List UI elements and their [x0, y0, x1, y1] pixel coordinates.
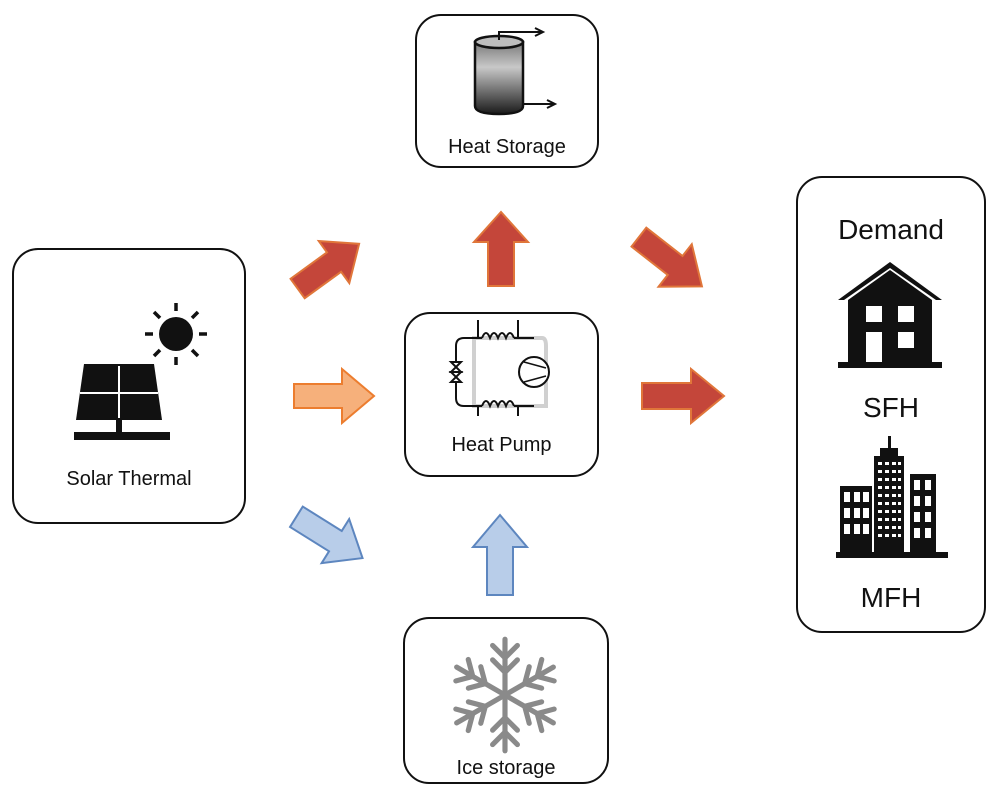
city-buildings-icon	[836, 436, 948, 558]
ice-storage-label: Ice storage	[456, 757, 556, 779]
heat-storage-label: Heat Storage	[448, 136, 566, 158]
heat-pump-circuit-icon	[448, 320, 550, 416]
heat-pump-node: Heat Pump	[404, 312, 599, 477]
mfh-label: MFH	[860, 582, 922, 613]
solar-panel-icon	[74, 364, 170, 440]
solar-thermal-label: Solar Thermal	[66, 468, 192, 490]
solar-thermal-node: Solar Thermal	[12, 248, 246, 524]
snowflake-icon	[453, 636, 557, 754]
demand-title: Demand	[838, 214, 944, 245]
storage-tank-icon	[473, 27, 558, 116]
house-icon	[838, 262, 942, 368]
heat-pump-label: Heat Pump	[451, 434, 552, 456]
sfh-label: SFH	[863, 392, 919, 423]
demand-node: Demand SFH	[796, 176, 986, 633]
sun-icon	[145, 303, 207, 365]
heat-storage-node: Heat Storage	[415, 14, 599, 168]
ice-storage-node: Ice storage	[403, 617, 609, 784]
